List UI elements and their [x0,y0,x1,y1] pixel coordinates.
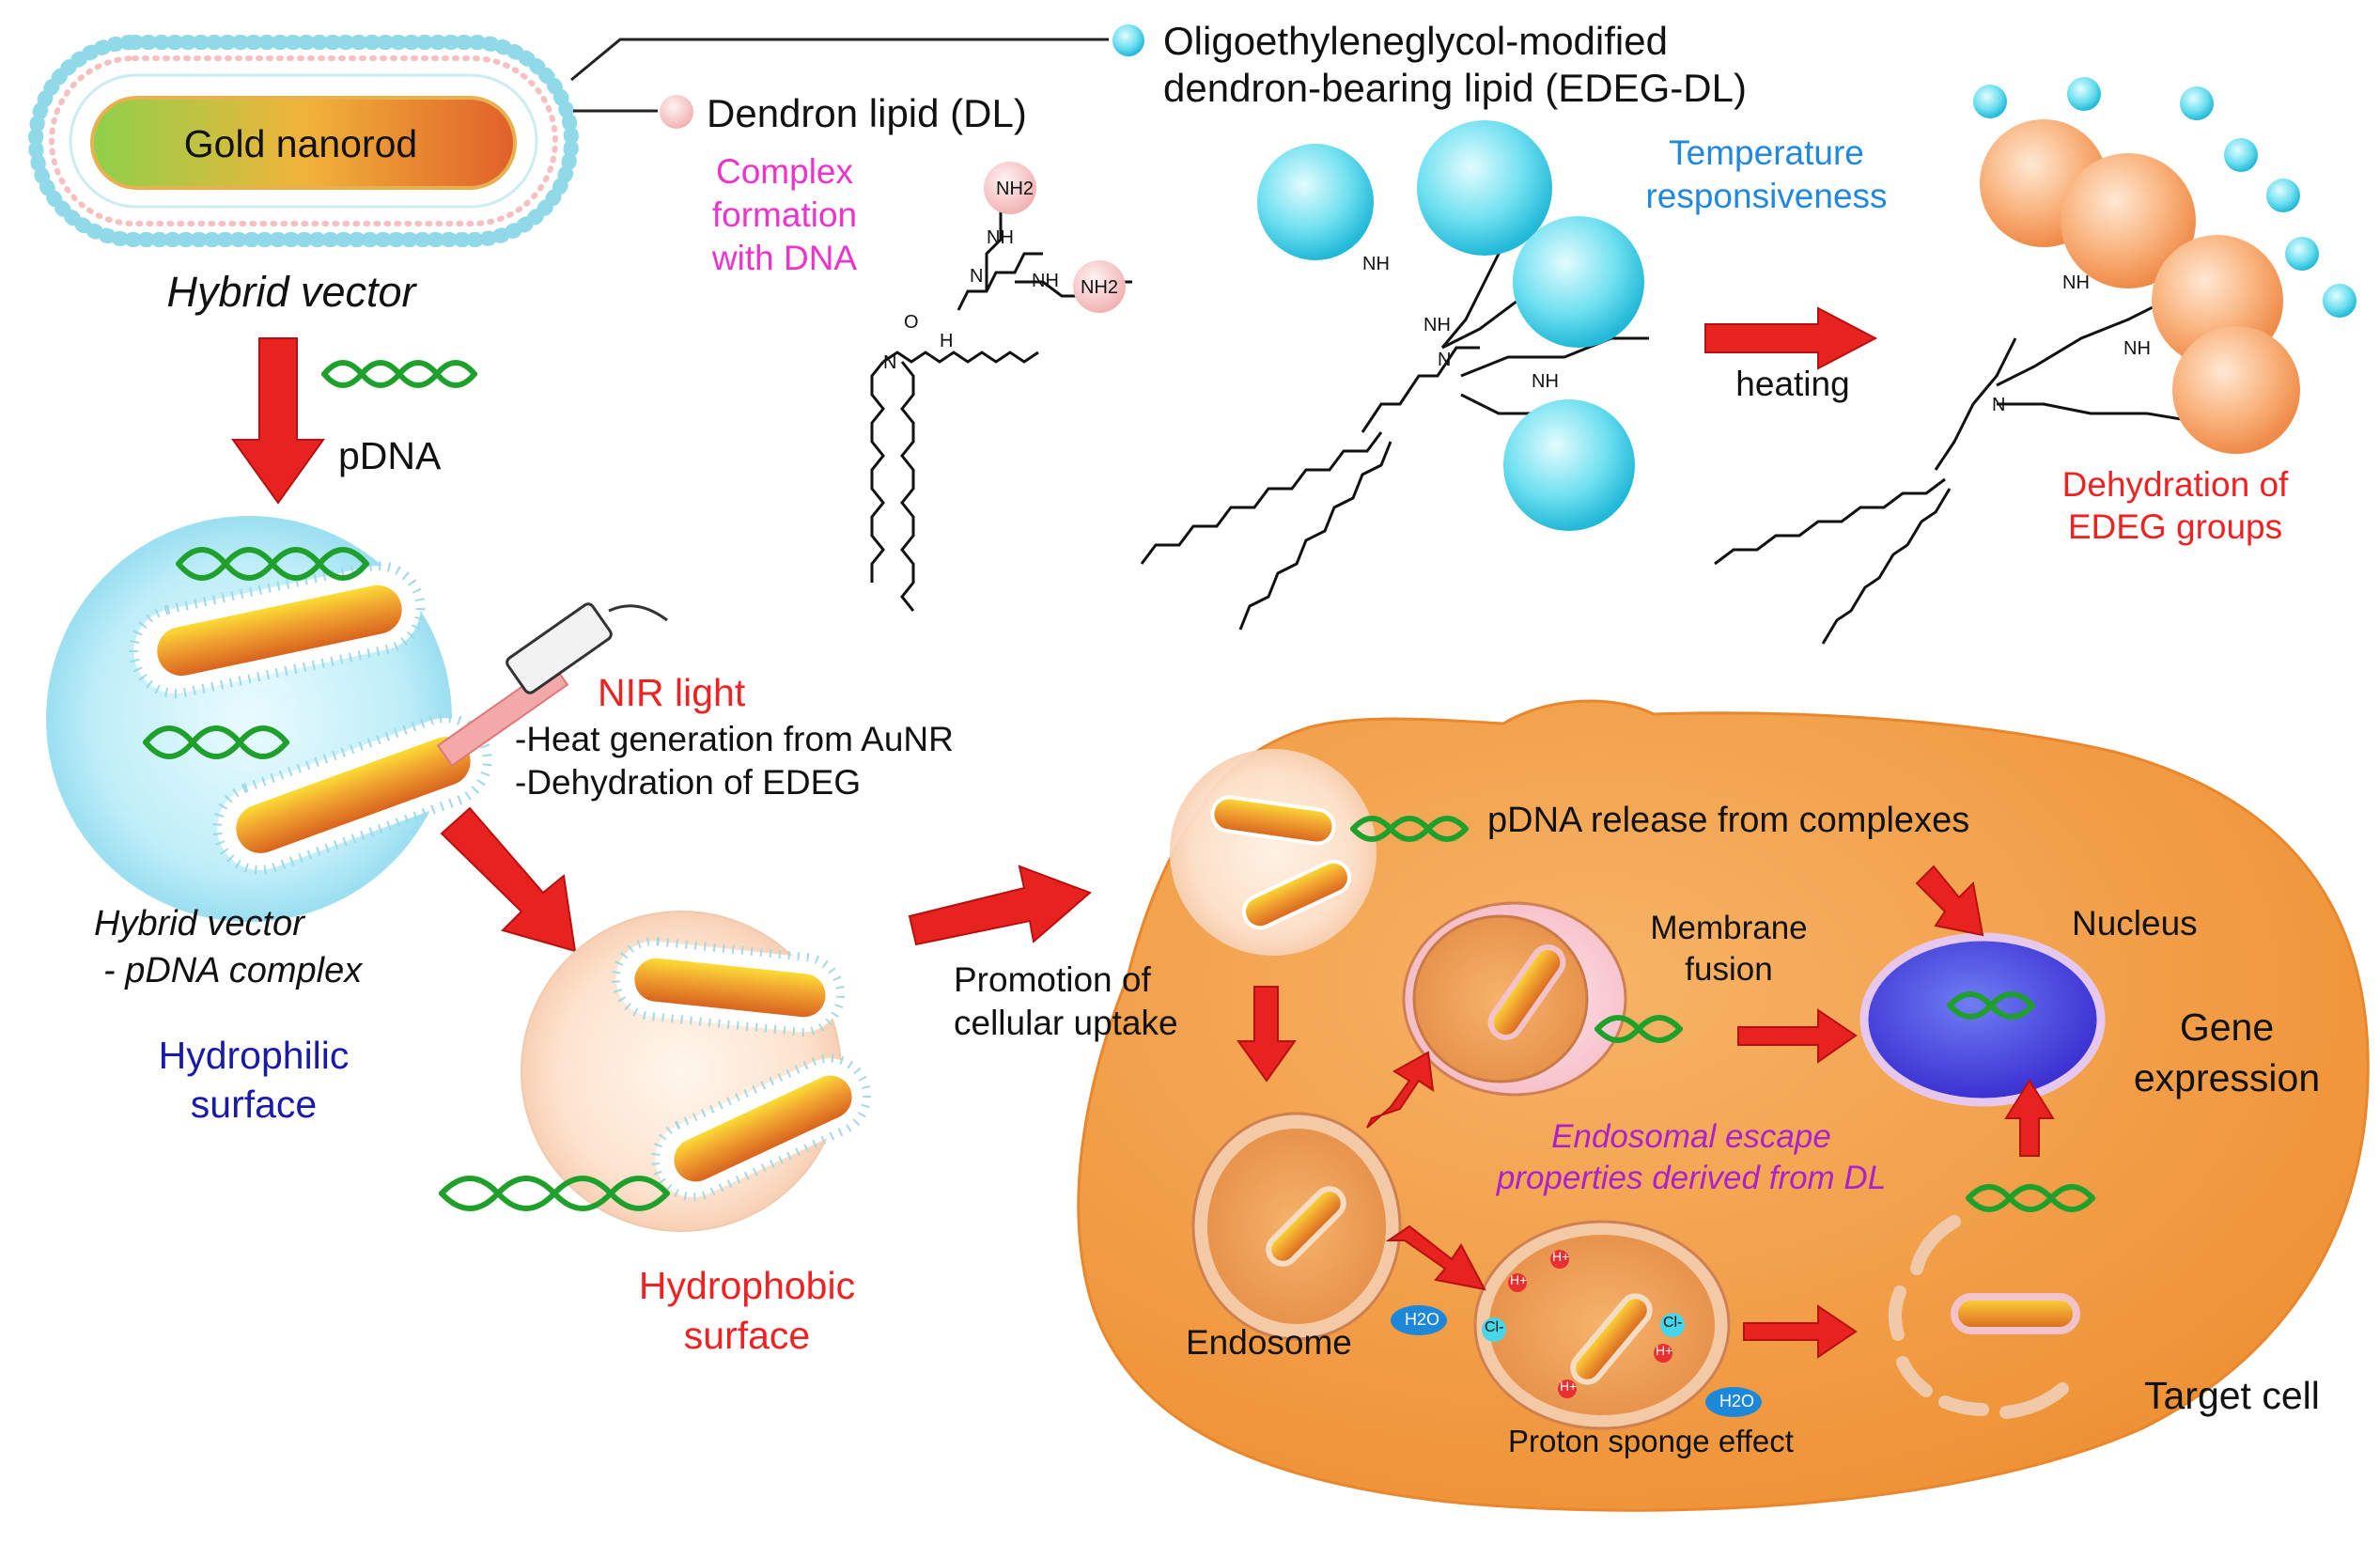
orange-bead-4 [2172,326,2300,454]
endosomal-escape-line1: Endosomal escape [1551,1118,1831,1155]
chem-n-2: N [883,352,897,373]
cell-rods [1210,795,2080,1385]
chem-nh-5: NH [1532,371,1559,392]
promotion-line2: cellular uptake [954,1004,1178,1042]
complex-formation-line2: formation [711,195,858,234]
arrow-to-proton [1385,1224,1486,1291]
chem-nh-4: NH [1423,315,1451,335]
chem-n-1: N [970,266,984,287]
membrane-fusion-line2: fusion [1685,951,1773,988]
gene-expression-line2: expression [2133,1056,2321,1099]
hybrid-vector-title: Hybrid vector [166,268,416,316]
edeg-dl-label-line1: Oligoethyleneglycol-modified [1163,19,1668,63]
hplus-label-2: H+ [1552,1249,1570,1264]
nir-effect-2: -Dehydration of EDEG [515,763,862,802]
dehydration-edeg-line2: EDEG groups [2067,507,2283,546]
nir-effect-1: -Heat generation from AuNR [515,720,954,758]
heating-label: heating [1735,365,1850,403]
teal-bead-legend [1112,24,1144,56]
cl-label-2: Cl- [1663,1315,1683,1331]
complex-label-line2: - pDNA complex [103,951,363,990]
nir-light-label: NIR light [598,671,746,714]
nir-light-source [436,602,668,768]
pdna-release-label: pDNA release from complexes [1487,801,1970,840]
dna-helices [143,360,2095,1212]
chem-nh-6: NH [2062,273,2090,293]
arrow-release-to-nucleus [1915,865,1984,937]
chem-n-3: N [1438,350,1452,370]
promotion-line1: Promotion of [954,960,1151,999]
arrow-to-endosome [1237,986,1297,1083]
pink-bead-legend [660,95,693,129]
nucleus [1859,932,2106,1107]
arrow-heating [1704,306,1878,370]
gold-nanorod-label: Gold nanorod [183,122,418,165]
complex-rods-2 [611,937,872,1202]
dl-head-1 [984,162,1036,214]
membrane-fusion-line1: Membrane [1650,910,1808,946]
complex-formation-line1: Complex [716,152,853,191]
complex-formation-line3: with DNA [711,239,858,277]
chem-nh2-1: NH2 [996,179,1034,199]
temperature-line1: Temperature [1669,133,1864,172]
dehydration-edeg-line1: Dehydration of [2061,465,2289,504]
arrow-up-to-nucleus [2004,1079,2055,1157]
complex-label-line1: Hybrid vector [94,904,304,943]
h2o-label-2: H2O [1719,1392,1755,1411]
chem-nh-1: NH [987,227,1014,248]
chem-nh-7: NH [2123,338,2151,359]
gold-nanorod-shape [90,96,517,190]
chem-o-1: O [904,312,919,333]
chem-nh2-2: NH2 [1081,277,1119,298]
pdna-label: pDNA [338,434,442,477]
broken-vesicle [1888,1215,2069,1419]
arrow-to-nucleus-1 [1737,1008,1858,1064]
endosomal-escape-line2: properties derived from DL [1496,1160,1887,1196]
hydrophobic-line1: Hydrophobic [638,1264,856,1307]
complex-rods-1 [129,561,492,875]
dehydrated-structure [1714,289,2204,645]
chem-nh-3: NH [1362,254,1390,274]
cl-label-1: Cl- [1485,1319,1504,1335]
hydrophilic-line1: Hydrophilic [158,1034,350,1077]
hplus-label-3: H+ [1656,1343,1673,1358]
endosome-label: Endosome [1186,1323,1352,1362]
chem-h-1: H [940,331,954,351]
h2o-label-1: H2O [1405,1310,1440,1329]
hydrophobic-line2: surface [683,1314,811,1357]
hplus-label-4: H+ [1560,1379,1578,1394]
proton-sponge-label: Proton sponge effect [1508,1424,1794,1458]
target-cell-label: Target cell [2144,1374,2320,1417]
hybrid-vector-illustration [28,35,579,247]
hplus-label-1: H+ [1510,1272,1528,1287]
chem-n-4: N [1992,395,2006,415]
arrow-to-fusion [1366,1051,1435,1129]
edeg-bead-1 [1257,144,1374,260]
arrow-down-1 [231,337,325,505]
orange-bead-2 [2061,153,2196,288]
dendron-lipid-label: Dendron lipid (DL) [707,91,1027,135]
water-droplets [1973,77,2357,318]
edeg-bead-3 [1513,216,1644,348]
edeg-bead-2 [1417,120,1552,256]
nucleus-label: Nucleus [2072,904,2198,943]
dl-head-2 [1073,260,1126,313]
edeg-dl-label-line2: dendron-bearing lipid (EDEG-DL) [1163,66,1747,110]
hydrophilic-line2: surface [190,1083,318,1126]
arrow-to-broken [1743,1304,1858,1359]
arrow-right-1 [908,865,1092,946]
chem-nh-2: NH [1032,271,1059,291]
edeg-bead-4 [1503,399,1635,531]
gene-expression-line1: Gene [2179,1005,2275,1049]
arrow-diag-1 [440,806,577,953]
temperature-line2: responsiveness [1645,177,1888,215]
ions [1391,1250,1762,1417]
